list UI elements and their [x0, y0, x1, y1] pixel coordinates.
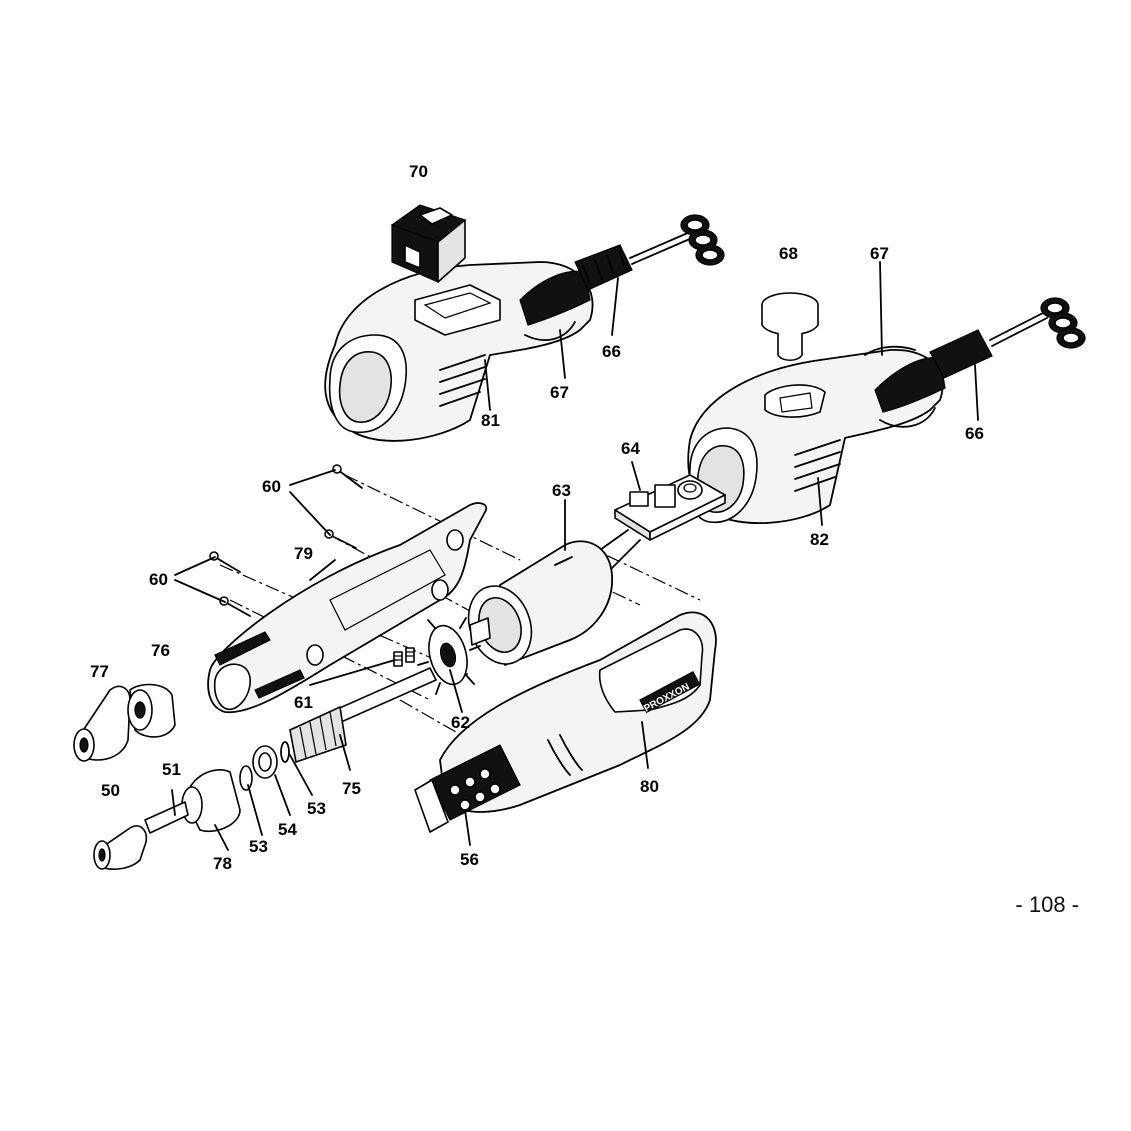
label-64: 64 [621, 439, 640, 458]
label-79: 79 [294, 544, 313, 563]
label-67-right: 67 [870, 244, 889, 263]
label-60-top: 60 [262, 477, 281, 496]
front-housing-holes [449, 768, 501, 811]
label-68: 68 [779, 244, 798, 263]
upper-housing-81 [324, 214, 725, 442]
label-70: 70 [409, 162, 428, 181]
vent-slots-82 [794, 439, 841, 492]
coiled-cord-2 [1040, 297, 1086, 349]
label-61: 61 [294, 693, 313, 712]
label-50: 50 [101, 781, 120, 800]
label-54: 54 [278, 820, 297, 839]
button-68 [761, 292, 819, 362]
label-78: 78 [213, 854, 232, 873]
label-81: 81 [481, 411, 500, 430]
motor-63 [467, 540, 613, 666]
set-screws-61 [393, 647, 415, 667]
label-66-left: 66 [602, 342, 621, 361]
part-labels: 70 68 67 66 67 81 66 64 63 82 60 79 60 7… [90, 162, 984, 873]
collet-51 [144, 801, 189, 834]
label-82: 82 [810, 530, 829, 549]
collet-nut-50 [93, 825, 148, 870]
label-63: 63 [552, 481, 571, 500]
collet-nut-77 [73, 685, 131, 762]
label-67-left: 67 [550, 383, 569, 402]
label-75: 75 [342, 779, 361, 798]
vent-slots [439, 354, 486, 407]
nose-cap-78 [181, 769, 241, 832]
retainer-rings [239, 741, 290, 791]
front-housing-80: PROXXON [414, 611, 717, 833]
label-60-left: 60 [149, 570, 168, 589]
label-56: 56 [460, 850, 479, 869]
coiled-cord [680, 214, 725, 266]
label-53-left: 53 [249, 837, 268, 856]
label-66-right: 66 [965, 424, 984, 443]
ring-76 [127, 683, 176, 738]
leader-lines [171, 261, 979, 851]
label-51: 51 [162, 760, 181, 779]
switch-70 [390, 204, 467, 283]
fan-62 [417, 617, 481, 695]
spindle-75 [289, 667, 437, 763]
housing-half-79 [207, 502, 488, 714]
page-number: - 108 - [1015, 892, 1079, 917]
label-80: 80 [640, 777, 659, 796]
label-77: 77 [90, 662, 109, 681]
circuit-board-64 [599, 474, 726, 571]
label-53-right: 53 [307, 799, 326, 818]
label-76: 76 [151, 641, 170, 660]
label-62: 62 [451, 713, 470, 732]
upper-housing-82 [687, 297, 1086, 524]
